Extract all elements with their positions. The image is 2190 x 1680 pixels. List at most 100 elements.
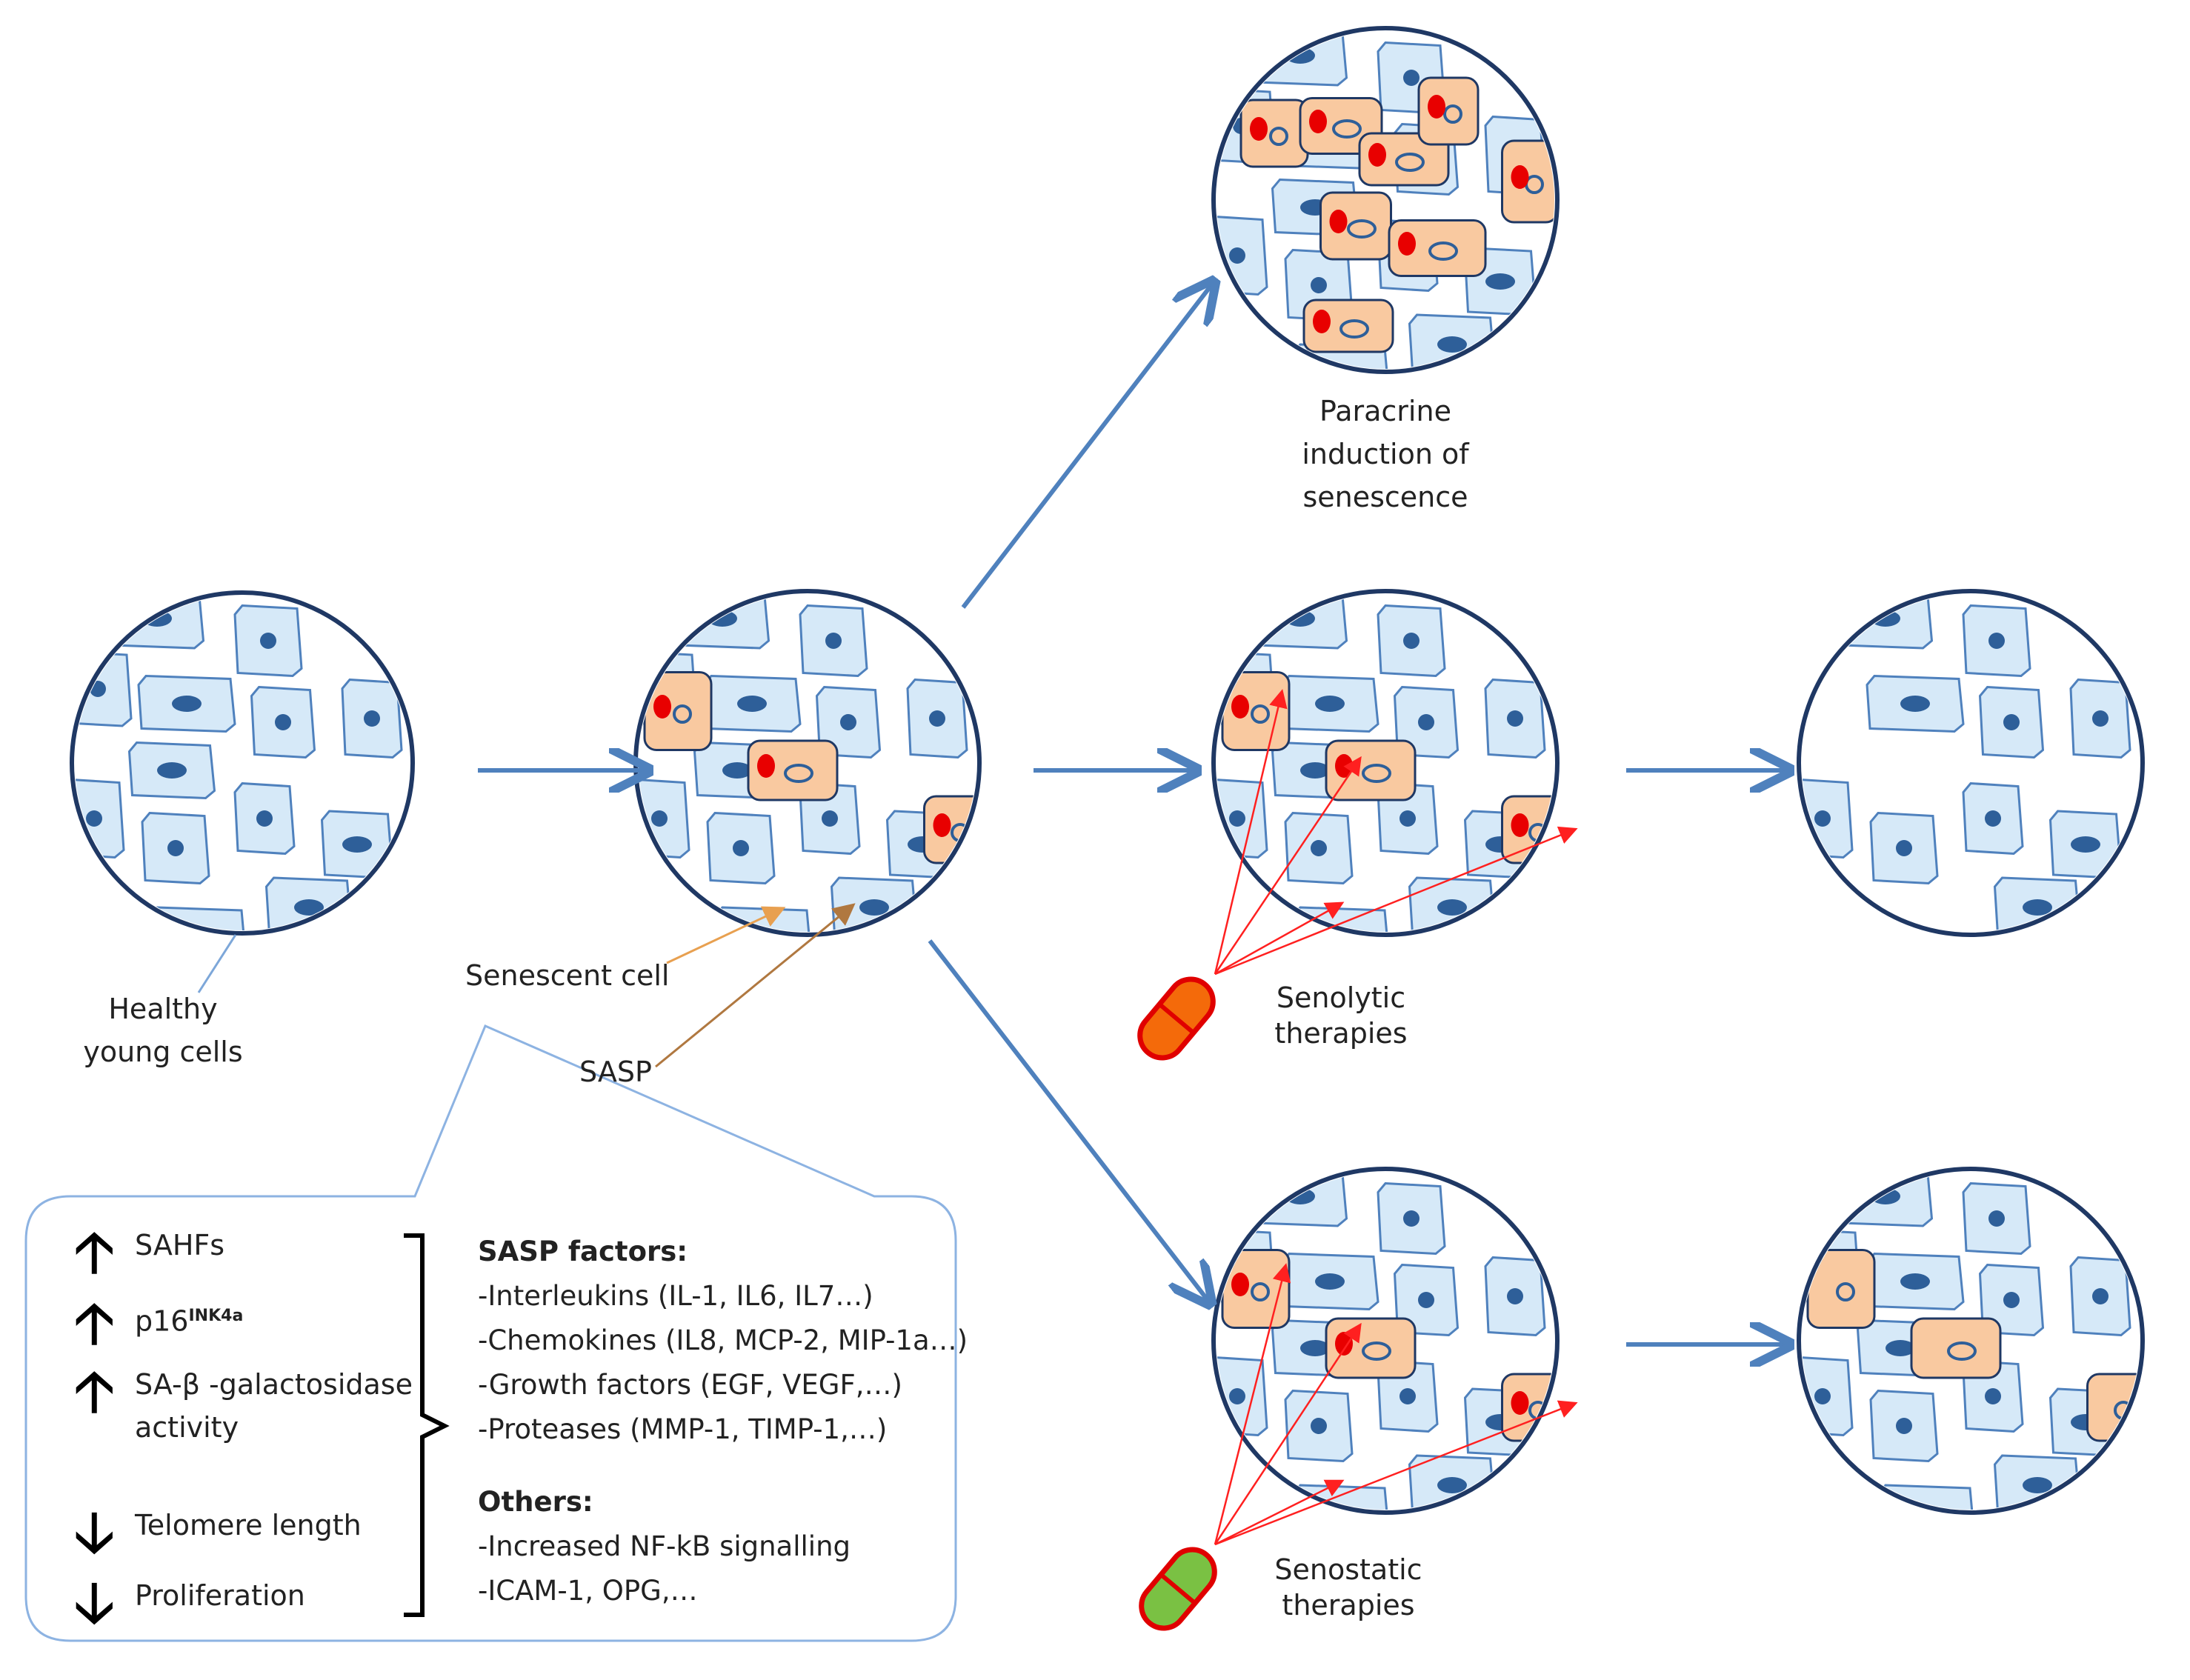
- senostatic-arrow: [1214, 1400, 1578, 1546]
- nucleus: [1814, 1388, 1831, 1404]
- marker-proliferation: Proliferation: [135, 1579, 305, 1612]
- nucleus: [1315, 1273, 1345, 1290]
- nucleus: [2092, 710, 2109, 727]
- marker-telomere: Telomere length: [135, 1509, 362, 1541]
- senostatic-arrow: [1214, 1479, 1345, 1546]
- senescent-nucleus: [1443, 104, 1462, 124]
- nucleus: [167, 840, 184, 856]
- marker-sahfs: SAHFs: [135, 1229, 225, 1261]
- senolytic-arrow: [1214, 689, 1288, 975]
- senostatic-pill: [1139, 1547, 1217, 1631]
- sasp-dot: [1339, 1524, 1357, 1548]
- nucleus: [1886, 1340, 1915, 1356]
- pointer-senescent-cell: [666, 906, 786, 964]
- circle-senolytic: [1211, 589, 1560, 974]
- senescent-nucleus: [1269, 127, 1288, 146]
- nucleus: [1896, 840, 1912, 856]
- senescent-nucleus: [1251, 704, 1270, 724]
- circle-healthy: [70, 590, 415, 936]
- senescent-nucleus: [1332, 119, 1362, 139]
- senescent-nucleus: [1947, 1341, 1977, 1361]
- sasp-dot: [1511, 1391, 1529, 1415]
- marker-p16: p16INK4a: [135, 1304, 244, 1338]
- senescent-nucleus: [1836, 1282, 1855, 1301]
- senescent-cell: [1915, 1513, 2011, 1569]
- nucleus: [1399, 1388, 1416, 1404]
- senescent-cell: [1388, 219, 1487, 277]
- nucleus: [1507, 1288, 1523, 1304]
- nucleus: [1311, 840, 1327, 856]
- sasp-dot: [1368, 143, 1386, 167]
- nucleus: [1485, 273, 1515, 290]
- sasp-dot: [1250, 117, 1268, 141]
- up-arrow-icon: 🡡: [74, 1219, 115, 1284]
- nucleus: [1403, 1210, 1419, 1227]
- nucleus: [1403, 70, 1419, 86]
- nucleus: [2023, 899, 2052, 916]
- circle-senescent: [633, 589, 982, 991]
- senescent-cell: [1325, 739, 1417, 801]
- senescent-nucleus: [1371, 958, 1397, 974]
- pointer-sasp: [655, 903, 856, 1068]
- nucleus: [1418, 1292, 1434, 1308]
- sasp-dot: [757, 754, 775, 778]
- nucleus: [294, 899, 324, 916]
- nucleus: [364, 710, 380, 727]
- nucleus: [1229, 1388, 1245, 1404]
- nucleus: [1300, 1340, 1330, 1356]
- nucleus: [172, 696, 202, 712]
- senolytic-arrow: [1214, 826, 1578, 976]
- nucleus: [260, 633, 276, 649]
- circle-cleared: [1797, 589, 2145, 937]
- circle-senostatic-result: [1797, 1167, 2145, 1569]
- sasp-dot: [933, 813, 951, 837]
- senostatic-arrow: [1214, 1322, 1362, 1545]
- senescent-nucleus: [1956, 1536, 1983, 1552]
- senescent-nucleus: [1362, 764, 1391, 783]
- senescent-nucleus: [1428, 241, 1458, 261]
- sasp-dot: [1335, 1332, 1353, 1356]
- nucleus: [1900, 696, 1930, 712]
- nucleus: [1437, 336, 1467, 353]
- pointer-healthy: [197, 934, 237, 993]
- nucleus: [1311, 1418, 1327, 1434]
- nucleus: [1229, 247, 1245, 264]
- senostatic-arrow: [1214, 1263, 1291, 1545]
- senescent-nucleus: [1371, 1536, 1397, 1552]
- senescent-nucleus: [1251, 1282, 1270, 1301]
- nucleus: [1988, 1210, 2005, 1227]
- senescent-nucleus: [1347, 219, 1377, 239]
- nucleus: [2092, 1288, 2109, 1304]
- nucleus: [1315, 696, 1345, 712]
- nucleus: [2003, 1292, 2020, 1308]
- nucleus: [2023, 1477, 2052, 1493]
- up-arrow-icon: 🡡: [74, 1290, 115, 1356]
- senescent-cell: [747, 739, 839, 801]
- circle-senostatic: [1211, 1167, 1560, 1552]
- nucleus: [1985, 1388, 2001, 1404]
- nucleus: [859, 899, 889, 916]
- senescent-cell: [752, 936, 848, 991]
- brace: [404, 1233, 450, 1617]
- senescent-nucleus: [1362, 1341, 1391, 1361]
- nucleus: [722, 762, 752, 779]
- nucleus: [1896, 1418, 1912, 1434]
- senolytic-pill: [1137, 976, 1216, 1061]
- nucleus: [1403, 633, 1419, 649]
- nucleus: [1300, 762, 1330, 779]
- nucleus: [1437, 899, 1467, 916]
- nucleus: [840, 714, 856, 730]
- others-list: Others: -Increased NF-kB signalling -ICA…: [478, 1486, 851, 1607]
- nucleus: [825, 633, 842, 649]
- nucleus: [157, 762, 187, 779]
- nucleus: [1988, 633, 2005, 649]
- senescent-cell: [1501, 139, 1554, 224]
- senescent-nucleus: [1395, 153, 1425, 172]
- nucleus: [733, 840, 749, 856]
- senolytic-arrow: [1214, 901, 1345, 976]
- nucleus: [1229, 810, 1245, 827]
- sasp-dot: [1309, 110, 1327, 133]
- sasp-dot: [1329, 210, 1348, 233]
